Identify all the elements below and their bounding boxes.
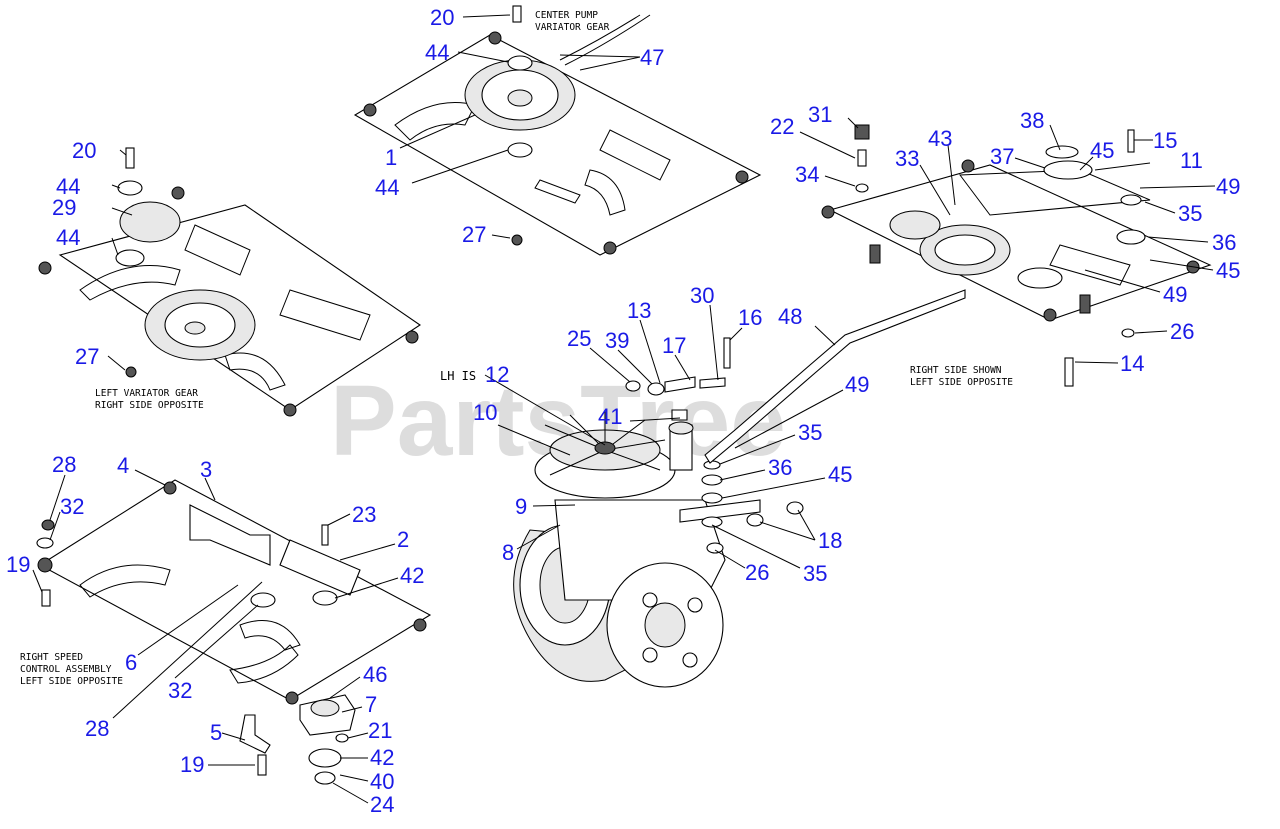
callout-2: 2 (397, 527, 409, 552)
callout-35-right: 35 (1178, 201, 1202, 226)
callout-21: 21 (368, 718, 392, 743)
callout-26-right: 26 (1170, 319, 1194, 344)
note-right-speed-line2: CONTROL ASSEMBLY (20, 664, 112, 675)
callout-36-right: 36 (1212, 230, 1236, 255)
callout-46: 46 (363, 662, 387, 687)
callout-27-top: 27 (462, 222, 486, 247)
callout-49-right-bottom: 49 (1163, 282, 1187, 307)
callout-5: 5 (210, 720, 222, 745)
note-right-side-line2: LEFT SIDE OPPOSITE (910, 377, 1013, 388)
callout-24: 24 (370, 792, 394, 817)
callout-19-bottom: 19 (180, 752, 204, 777)
callout-37: 37 (990, 144, 1014, 169)
callout-32-bottom: 32 (168, 678, 192, 703)
note-right-side-line1: RIGHT SIDE SHOWN (910, 365, 1002, 376)
callout-35-center-upper: 35 (798, 420, 822, 445)
callout-16: 16 (738, 305, 762, 330)
callout-25: 25 (567, 326, 591, 351)
callout-39: 39 (605, 328, 629, 353)
right-side-assembly: RIGHT SIDE SHOWN LEFT SIDE OPPOSITE (821, 124, 1212, 388)
callout-48: 48 (778, 304, 802, 329)
callout-30: 30 (690, 283, 714, 308)
callout-44-left-upper: 44 (56, 174, 80, 199)
callout-19-left: 19 (6, 552, 30, 577)
note-left-variator-line2: RIGHT SIDE OPPOSITE (95, 400, 204, 411)
callout-numbers: 20 44 47 1 44 27 20 44 29 44 27 31 22 43… (6, 5, 1240, 817)
note-left-variator-line1: LEFT VARIATOR GEAR (95, 388, 198, 399)
callout-49-right-top: 49 (1216, 174, 1240, 199)
callout-6: 6 (125, 650, 137, 675)
note-right-speed-line1: RIGHT SPEED (20, 652, 83, 663)
callout-31: 31 (808, 102, 832, 127)
callout-27-left: 27 (75, 344, 99, 369)
callout-28-bottom: 28 (85, 716, 109, 741)
callout-38: 38 (1020, 108, 1044, 133)
callout-10: 10 (473, 400, 497, 425)
callout-26-center: 26 (745, 560, 769, 585)
callout-14: 14 (1120, 351, 1144, 376)
callout-49-center: 49 (845, 372, 869, 397)
callout-18: 18 (818, 528, 842, 553)
right-speed-control-assembly: RIGHT SPEED CONTROL ASSEMBLY LEFT SIDE O… (20, 479, 432, 785)
callout-20-top: 20 (430, 5, 454, 30)
callout-20-left: 20 (72, 138, 96, 163)
callout-1: 1 (385, 145, 397, 170)
note-center-pump-line1: CENTER PUMP (535, 10, 598, 21)
callout-3: 3 (200, 457, 212, 482)
note-right-speed-line3: LEFT SIDE OPPOSITE (20, 676, 123, 687)
center-pump-variator-assembly: CENTER PUMP VARIATOR GEAR (353, 5, 762, 256)
callout-8: 8 (502, 540, 514, 565)
callout-12: 12 (485, 362, 509, 387)
callout-35-center-lower: 35 (803, 561, 827, 586)
callout-34: 34 (795, 162, 819, 187)
callout-45-center: 45 (828, 462, 852, 487)
callout-44-center: 44 (375, 175, 399, 200)
callout-44-top: 44 (425, 40, 449, 65)
callout-47: 47 (640, 45, 664, 70)
callout-32-top: 32 (60, 494, 84, 519)
callout-41: 41 (598, 404, 622, 429)
left-variator-gear-assembly: LEFT VARIATOR GEAR RIGHT SIDE OPPOSITE (38, 147, 421, 417)
callout-44-left-lower: 44 (56, 225, 80, 250)
callout-36-center: 36 (768, 455, 792, 480)
callout-17: 17 (662, 333, 686, 358)
callout-45-right-top: 45 (1090, 138, 1114, 163)
callout-23: 23 (352, 502, 376, 527)
callout-7: 7 (365, 692, 377, 717)
callout-4: 4 (117, 453, 129, 478)
callout-15: 15 (1153, 128, 1177, 153)
callout-13: 13 (627, 298, 651, 323)
callout-43: 43 (928, 126, 952, 151)
callout-33: 33 (895, 146, 919, 171)
callout-9: 9 (515, 494, 527, 519)
callout-40: 40 (370, 769, 394, 794)
callout-42-top: 42 (400, 563, 424, 588)
callout-42-bottom: 42 (370, 745, 394, 770)
callout-45-right-bottom: 45 (1216, 258, 1240, 283)
callout-28-top: 28 (52, 452, 76, 477)
leader-lines (32, 14, 1216, 804)
callout-29: 29 (52, 195, 76, 220)
note-lh-is: LH IS (440, 369, 476, 383)
note-center-pump-line2: VARIATOR GEAR (535, 22, 610, 33)
transaxle-assembly: LH IS (440, 289, 966, 688)
callout-11: 11 (1180, 148, 1203, 173)
callout-22: 22 (770, 114, 794, 139)
